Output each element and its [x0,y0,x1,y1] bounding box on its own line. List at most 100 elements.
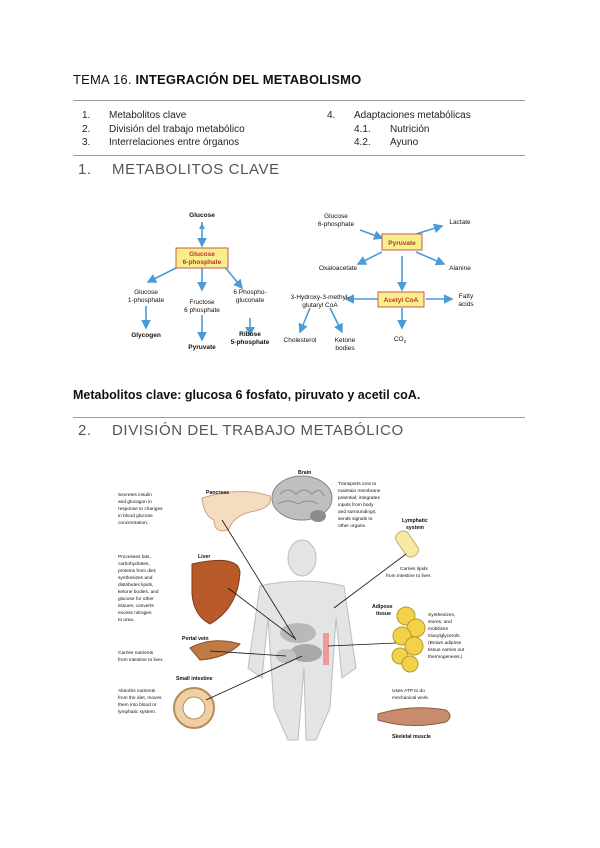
adipose-desc: Synthesizes, [428,612,455,618]
toc-num: 2. [82,123,91,135]
liver-desc: ketone bodies, and [118,589,159,595]
key-metabolites-diagram: Glucose Glucose 6-phosphate Glucose 1-ph… [128,212,474,352]
brain-image [271,475,333,522]
toc-num: 4.2. [354,137,371,148]
label-co2: CO2 [394,336,407,344]
page-title: TEMA 16. INTEGRACIÓN DEL METABOLISMO [73,72,361,87]
liver-image [191,559,241,625]
liver-desc: proteins from diet; [118,568,156,574]
divider [73,100,525,101]
brain-desc: and surroundings; [338,509,376,515]
divider [73,417,525,418]
label-fatty-1: Fatty [459,293,474,300]
intestine-desc: from the diet, moves [118,695,162,701]
label-glucose: Glucose [189,212,215,219]
toc-item-1: Metabolitos clave [109,110,187,121]
label-hmg-2: glutaryl CoA [302,302,338,309]
toc-num: 3. [82,137,91,148]
adipose-desc: (Brown adipose [428,640,462,646]
label-brain: Brain [298,470,311,476]
brain-desc: maintain membrane [338,488,381,494]
pancreas-desc: in blood glucose [118,513,153,519]
label-liver: Liver [198,554,210,560]
label-6pg-1: 6 Phospho- [233,289,266,296]
label-alanine: Alanine [449,265,471,272]
label-portal-vein: Portal vein [182,636,209,642]
toc-num: 1. [82,110,91,121]
pancreas-desc: concentration. [118,520,148,526]
label-g1p-2: 1-phosphate [128,297,165,304]
label-g1p-1: Glucose [134,289,158,296]
glucose-6-phosphate-box [175,247,229,269]
label-pyruvate-left: Pyruvate [188,344,216,351]
liver-desc: synthesizes and [118,575,153,581]
pyruvate-box [381,233,423,251]
muscle-desc: mechanical work. [392,695,429,701]
co2-subscript: 2 [404,339,407,344]
tema-title: INTEGRACIÓN DEL METABOLISMO [135,72,362,87]
adipose-desc: mobilizes [428,626,449,632]
label-lymphatic: Lymphatic [402,518,428,524]
section-number: 2. [78,422,92,439]
brain-desc: Transports ions to [338,481,377,487]
label-lymphatic: system [406,525,424,531]
liver-desc: glucose for other [118,596,154,602]
section-1-heading: 1.METABOLITOS CLAVE [78,161,280,178]
lymphatic-system-image [395,530,419,558]
label-pyruvate: Pyruvate [388,240,416,247]
toc-item-4-2: Ayuno [390,137,419,148]
section-2-heading: 2.DIVISIÓN DEL TRABAJO METABÓLICO [78,422,404,439]
portal-desc: from intestine to liver. [118,657,163,663]
label-ketone-1: Ketone [335,337,356,344]
toc-item-4: Adaptaciones metabólicas [354,110,471,121]
label-hmg-1: 3-Hydroxy-3-methyl- [291,294,350,301]
key-metabolites-summary: Metabolitos clave: glucosa 6 fosfato, pi… [73,388,421,402]
portal-desc: Carries nutrients [118,650,154,656]
toc-num: 4. [327,110,336,121]
intestine-desc: them into blood or [118,702,157,708]
liver-desc: Processes fats, [118,554,151,560]
label-ketone-2: bodies [335,345,355,352]
adipose-tissue-image [391,606,426,673]
tema-number: TEMA 16. [73,72,132,87]
label-f6p-2: 6 phosphate [184,307,220,314]
label-r5p-1: Ribose [239,331,261,338]
portal-vein-image [189,640,241,661]
pancreas-desc: response to changes [118,506,163,512]
lymph-desc: from intestine to liver. [386,573,431,579]
pancreas-desc: and glucagon in [118,499,152,505]
adipose-desc: tissue carries out [428,647,465,653]
pancreas-image [201,490,272,532]
label-pancreas: Pancreas [206,490,229,496]
label-g6p-top-2: 6-phosphate [318,221,355,228]
acetyl-coa-box [377,291,425,308]
brain-desc: other organs. [338,523,366,529]
label-g6p-1: Glucose [189,251,215,258]
intestine-desc: lymphatic system. [118,709,156,715]
section-number: 1. [78,161,92,178]
label-6pg-2: gluconate [236,297,265,304]
label-acetyl-coa: Acetyl CoA [384,297,419,304]
pancreas-desc: Secretes insulin [118,492,152,498]
skeletal-muscle-image [377,707,451,727]
liver-desc: distributes lipids, [118,582,153,588]
label-adipose: Adipose [372,604,393,610]
metabolic-labor-diagram: Brain Transports ions to maintain membra… [118,470,465,741]
connector-lines [205,519,407,701]
label-g6p-top-1: Glucose [324,213,348,220]
liver-desc: tissues; converts [118,603,154,609]
toc-right: 4. Adaptaciones metabólicas 4.1. Nutrición… [327,109,471,150]
toc-item-3: Interrelaciones entre órganos [109,137,240,148]
adipose-desc: thermogenesis.) [428,654,463,660]
adipose-desc: triacylglycerols. [428,633,461,639]
brain-desc: sends signals to [338,516,373,522]
label-oxaloacetate: Oxaloacetate [319,265,358,272]
label-fatty-2: acids [458,301,474,308]
label-small-intestine: Small intestine [176,676,213,682]
adipose-desc: stores, and [428,619,452,625]
toc-left: 1.Metabolitos clave 2.División del traba… [82,109,245,150]
liver-desc: excess nitrogen [118,610,152,616]
toc-num: 4.1. [354,123,371,135]
lymph-desc: Carries lipids [400,566,428,572]
toc-item-4-1: Nutrición [390,123,430,135]
